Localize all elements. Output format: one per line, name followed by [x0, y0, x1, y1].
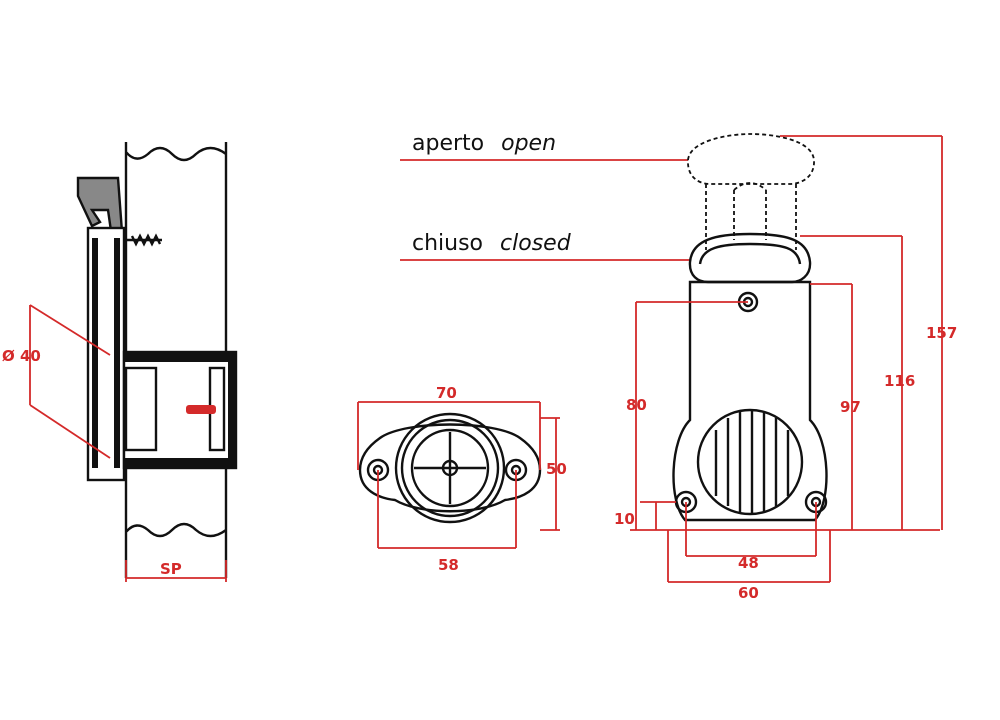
label-open-en: open: [501, 131, 556, 156]
dim-back-width: 60: [738, 584, 759, 602]
screw: [126, 233, 162, 247]
pipe-body: [122, 350, 238, 470]
inlet-ring-outer: [394, 412, 506, 524]
label-closed-it: chiuso: [412, 231, 483, 256]
valve-body-rear: [672, 280, 828, 522]
dim-front-hole-spacing: 58: [438, 556, 459, 574]
state-labels: aperto open chiuso closed: [400, 131, 690, 261]
handle-closed: [688, 232, 812, 284]
dim-back-height-116: 116: [884, 372, 915, 390]
label-open-it: aperto: [412, 131, 484, 156]
svg-text:chiuso closed: chiuso closed: [412, 231, 572, 256]
red-pin: [186, 405, 216, 414]
dim-side-diameter: Ø 40: [2, 347, 41, 365]
dim-back-height-97: 97: [840, 398, 861, 416]
rear-elevation-view: 80 10 97 116 157 48 60: [614, 133, 957, 602]
dim-front-width: 70: [436, 384, 457, 402]
front-flange-view: 70 50 58: [357, 384, 567, 574]
dim-back-height-80: 80: [626, 396, 647, 414]
dim-back-offset-10: 10: [614, 510, 635, 528]
dim-back-height-157: 157: [926, 324, 957, 342]
grille-outer: [696, 408, 804, 516]
svg-text:aperto open: aperto open: [412, 131, 556, 156]
hook-bracket: [76, 176, 124, 240]
dim-back-hole-spacing: 48: [738, 554, 759, 572]
handle-open-dashed: [687, 133, 815, 185]
side-section-view: Ø 40 SP: [2, 142, 238, 582]
flange-outline: [358, 423, 542, 513]
dim-front-height: 50: [546, 460, 567, 478]
label-closed-en: closed: [500, 231, 572, 256]
dim-side-thickness: SP: [160, 560, 182, 578]
